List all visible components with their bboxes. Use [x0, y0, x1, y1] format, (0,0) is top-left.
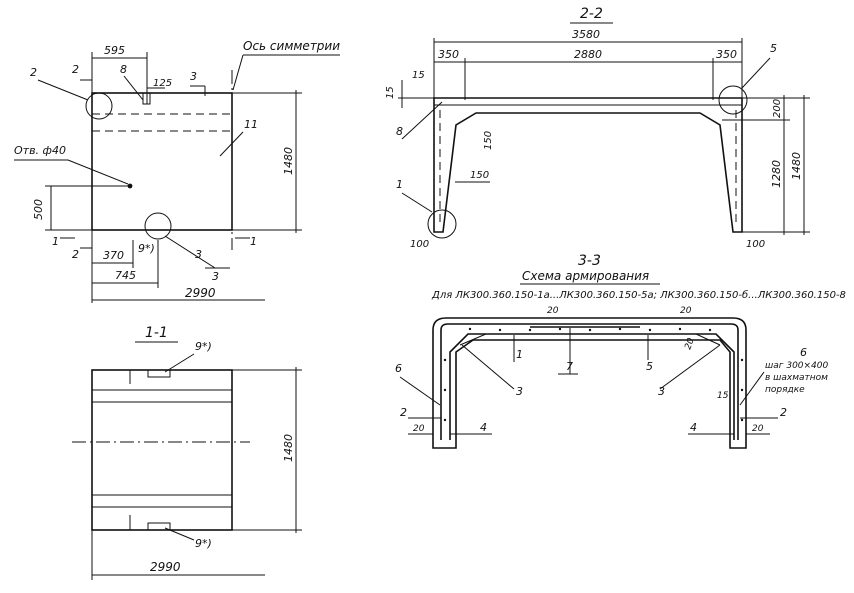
dim-1480-section: 1480 — [790, 152, 803, 180]
section-3-3-subtitle: Схема армирования — [522, 269, 649, 283]
plan-view: 595 125 8 2 2 3 Ось симметрии 11 Отв. ф4… — [14, 39, 340, 303]
leader-8 — [401, 101, 443, 140]
dim-15: 15 — [717, 391, 729, 401]
dim-1480: 1480 — [282, 147, 295, 175]
callout-9-top: 9*) — [195, 340, 212, 353]
rebar-inner — [449, 333, 735, 440]
detail-circle-3 — [144, 212, 172, 240]
callout-9-plan: 9*) — [138, 242, 155, 255]
dim-2880: 2880 — [574, 48, 602, 61]
dim-500: 500 — [32, 199, 45, 220]
dim-20-top: 20 — [547, 306, 559, 316]
section-1-1: 1-1 9*) 9*) 1480 2990 — [72, 325, 302, 580]
callout-1-section: 1 — [396, 178, 403, 191]
dim-2990: 2990 — [185, 286, 216, 300]
step-note-3: порядке — [765, 385, 805, 395]
cut-1-right: 1 — [250, 235, 257, 248]
leader-3-right — [659, 344, 721, 390]
dim-20-left: 20 — [413, 424, 425, 434]
section-2-2-title: 2-2 — [580, 6, 603, 22]
rebar-dots — [443, 327, 744, 422]
leader-5 — [741, 57, 771, 89]
dim-100-right: 100 — [746, 239, 765, 250]
hole-label: Отв. ф40 — [14, 144, 66, 157]
rebar-diag-right — [695, 333, 721, 346]
callout-9-bottom: 9*) — [195, 537, 212, 550]
dim-370: 370 — [103, 249, 124, 262]
embed-plate-top — [147, 369, 171, 378]
callout-1: 1 — [516, 348, 523, 361]
leader-3 — [164, 235, 216, 269]
callout-6-left: 6 — [395, 362, 402, 375]
dim-20-top-right: 20 — [680, 306, 692, 316]
callout-8: 8 — [120, 63, 127, 76]
dim-2990-section: 2990 — [150, 560, 181, 574]
callout-4-right: 4 — [690, 421, 697, 434]
leader-3-left — [461, 344, 515, 390]
dim-595: 595 — [104, 44, 125, 57]
leader-2 — [37, 79, 89, 101]
callout-3-right: 3 — [658, 385, 665, 398]
axis-label: Ось симметрии — [243, 39, 340, 53]
hole-leader — [67, 159, 129, 185]
section-2-2: 2-2 3580 350 2880 350 5 8 1 15 15 150 — [385, 6, 810, 250]
section-1-1-outline — [91, 369, 233, 531]
dim-15-vertical: 15 — [385, 86, 396, 99]
section-3-3-outline — [432, 317, 747, 449]
section-3-3-note: Для ЛК300.360.150-1а...ЛК300.360.150-5а;… — [431, 289, 846, 301]
dim-150-vertical: 150 — [483, 131, 494, 150]
dim-3580: 3580 — [572, 28, 600, 41]
section-3-3-title: 3-3 — [578, 253, 601, 269]
callout-8-section: 8 — [396, 125, 403, 138]
cut-3-top: 3 — [190, 70, 197, 83]
callout-2-right: 2 — [780, 406, 787, 419]
dim-1480-section: 1480 — [282, 434, 295, 462]
dim-125: 125 — [153, 78, 172, 89]
dim-350-right: 350 — [716, 48, 737, 61]
callout-3-left: 3 — [516, 385, 523, 398]
dim-350-left: 350 — [438, 48, 459, 61]
leader-6-left — [399, 376, 441, 406]
dim-1280: 1280 — [770, 160, 783, 188]
dim-15: 15 — [412, 70, 425, 81]
cut-3-bottom: 3 — [195, 248, 202, 261]
callout-4-left: 4 — [480, 421, 487, 434]
section-1-1-title: 1-1 — [145, 325, 168, 341]
callout-5: 5 — [770, 42, 777, 55]
detail-circle-2 — [85, 92, 113, 120]
frame-outline — [433, 97, 743, 233]
leader-9-top — [164, 353, 195, 373]
detail-circle-5 — [718, 85, 748, 115]
leader-1 — [401, 192, 433, 213]
callout-6-right: 6 — [800, 346, 807, 359]
callout-2-left: 2 — [400, 406, 407, 419]
leader-8 — [123, 75, 144, 101]
dim-20-diag: 20 — [683, 337, 696, 351]
dim-100-left: 100 — [410, 239, 429, 250]
step-note-1: шаг 300×400 — [765, 361, 829, 371]
callout-2: 2 — [30, 66, 37, 79]
dim-150: 150 — [470, 170, 489, 181]
callout-11: 11 — [244, 118, 258, 131]
leader-6-right — [739, 371, 765, 406]
detail-circle-1 — [427, 209, 457, 239]
section-3-3: 3-3 Схема армирования Для ЛК300.360.150-… — [395, 253, 846, 449]
rebar-diag-left — [459, 333, 487, 346]
step-note-2: в шахматном — [765, 373, 828, 383]
leader-11 — [219, 131, 244, 157]
cut-2-bottom: 2 — [72, 248, 79, 261]
dim-20-right: 20 — [752, 424, 764, 434]
rebar-outer — [440, 323, 739, 440]
embed-plate-bottom — [147, 522, 171, 531]
dim-745: 745 — [115, 269, 136, 282]
callout-5: 5 — [646, 360, 653, 373]
cut-1-left: 1 — [52, 235, 59, 248]
callout-3-plan: 3 — [212, 270, 219, 283]
dim-200: 200 — [772, 99, 783, 118]
leader-9-bottom — [164, 527, 195, 541]
notch-8 — [142, 93, 151, 105]
cut-2-top: 2 — [72, 63, 79, 76]
axis-label-leader — [232, 54, 244, 91]
